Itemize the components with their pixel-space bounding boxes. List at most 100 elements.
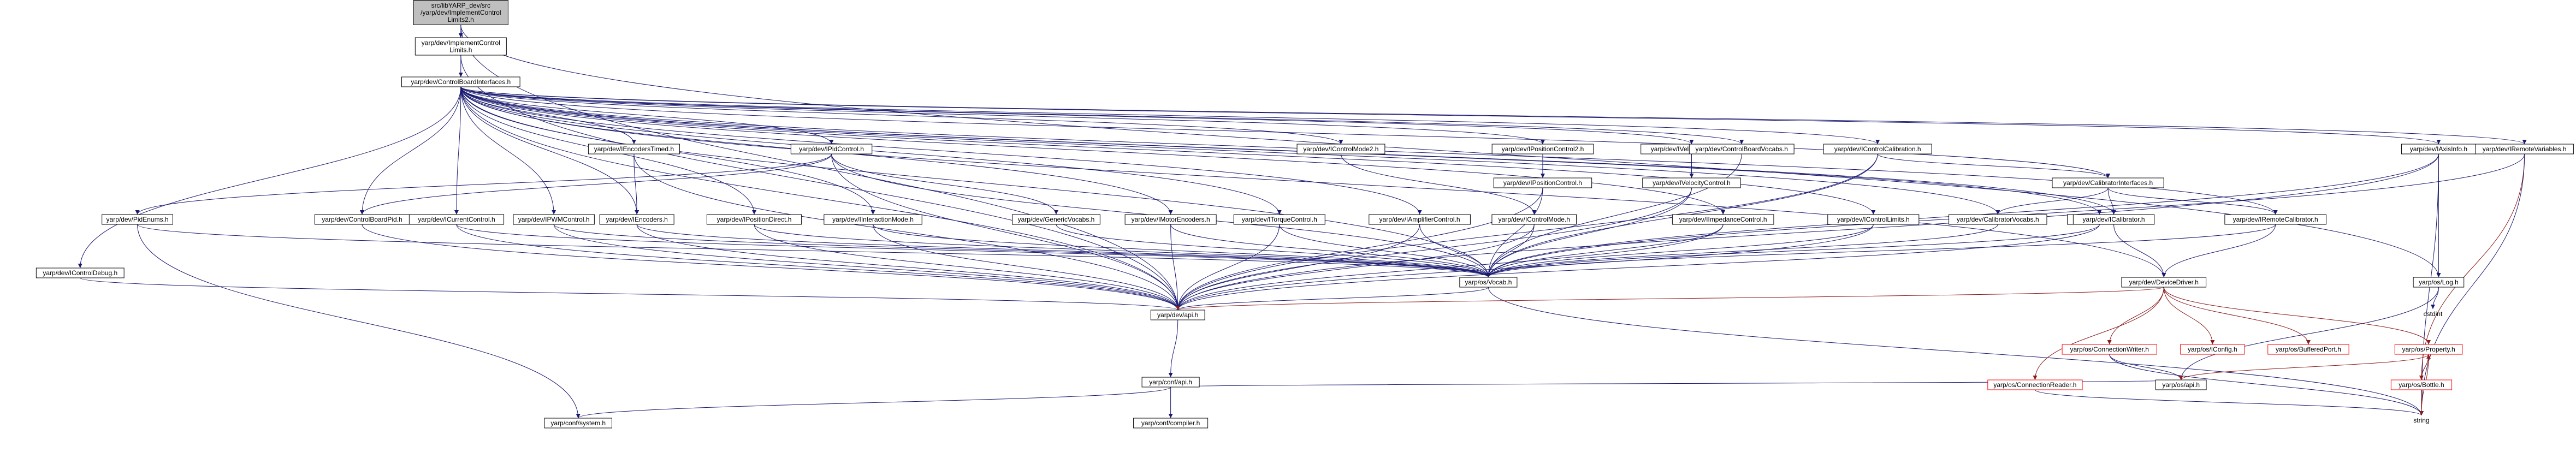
node-cw[interactable]: yarp/os/ConnectionWriter.h [2062, 344, 2157, 355]
node-label: yarp/os/IConfig.h [2188, 346, 2237, 353]
node-cr[interactable]: yarp/os/ConnectionReader.h [1987, 379, 2083, 390]
node-label: yarp/dev/GenericVocabs.h [1018, 216, 1095, 223]
node-iim[interactable]: yarp/dev/IInteractionMode.h [824, 214, 922, 225]
node-label: cstdint [2424, 310, 2443, 318]
node-ienct[interactable]: yarp/dev/IEncodersTimed.h [588, 144, 680, 154]
node-icl[interactable]: yarp/dev/IControlLimits.h [1827, 214, 1920, 225]
node-icc[interactable]: yarp/dev/IControlCalibration.h [1823, 144, 1932, 154]
node-box [599, 214, 674, 225]
node-ipid[interactable]: yarp/dev/IPidControl.h [790, 144, 873, 154]
node-confcomp[interactable]: yarp/conf/compiler.h [1133, 418, 1209, 429]
node-box [2052, 177, 2164, 188]
node-label: yarp/dev/IAmplifierControl.h [1379, 216, 1460, 223]
node-cbv[interactable]: yarp/dev/ControlBoardVocabs.h [1689, 144, 1795, 154]
node-root[interactable]: src/libYARP_dev/src/yarp/dev/ImplementCo… [413, 0, 508, 25]
node-gv[interactable]: yarp/dev/GenericVocabs.h [1012, 214, 1100, 225]
edge-log-to-cstdint [2430, 287, 2439, 310]
node-label: string [2413, 417, 2429, 424]
node-vocab[interactable]: yarp/os/Vocab.h [1459, 277, 1518, 288]
node-icm2[interactable]: yarp/dev/IControlMode2.h [1296, 144, 1385, 154]
node-ipd[interactable]: yarp/dev/IPositionDirect.h [706, 214, 802, 225]
node-confsys[interactable]: yarp/conf/system.h [544, 418, 613, 429]
node-config[interactable]: yarp/os/IConfig.h [2180, 344, 2245, 355]
node-confapi[interactable]: yarp/conf/api.h [1141, 377, 1200, 388]
node-label: yarp/dev/IRemoteVariables.h [2483, 145, 2567, 153]
node-iamp[interactable]: yarp/dev/IAmplifierControl.h [1369, 214, 1471, 225]
node-prop[interactable]: yarp/os/Property.h [2394, 344, 2463, 355]
node-ipc2[interactable]: yarp/dev/IPositionControl2.h [1491, 144, 1594, 154]
node-label: yarp/dev/ControlBoardInterfaces.h [411, 78, 511, 86]
node-ienc[interactable]: yarp/dev/IEncoders.h [599, 214, 674, 225]
node-box [2072, 214, 2155, 225]
node-iax[interactable]: yarp/dev/IAxisInfo.h [2401, 144, 2476, 154]
node-label: yarp/dev/IEncodersTimed.h [594, 145, 674, 153]
edge-cbi-to-icdbg [78, 86, 461, 269]
node-bottle[interactable]: yarp/os/Bottle.h [2390, 379, 2453, 390]
edge-cbi-to-iimp [460, 86, 1725, 215]
node-label: yarp/dev/IRemoteCalibrator.h [2233, 216, 2318, 223]
node-box [824, 214, 922, 225]
node-label: yarp/dev/IPositionControl.h [1503, 179, 1582, 187]
node-log[interactable]: yarp/os/Log.h [2413, 277, 2465, 288]
edge-itc-to-vocab [1279, 224, 1491, 278]
node-pidenum[interactable]: yarp/dev/PidEnums.h [102, 214, 173, 225]
node-icm[interactable]: yarp/dev/IControlMode.h [1491, 214, 1577, 225]
node-calint[interactable]: yarp/dev/CalibratorInterfaces.h [2052, 177, 2164, 188]
node-label: yarp/os/api.h [2162, 381, 2200, 389]
node-ivc[interactable]: yarp/dev/IVelocityControl.h [1642, 177, 1741, 188]
node-label: yarp/dev/IControlMode.h [1499, 216, 1570, 223]
edge-cbi-to-irv [460, 86, 2527, 145]
node-bport[interactable]: yarp/os/BufferedPort.h [2267, 344, 2349, 355]
node-label: yarp/dev/ControlBoardPid.h [322, 216, 402, 223]
node-icdbg[interactable]: yarp/dev/IControlDebug.h [35, 267, 125, 278]
edge-icm2-to-icm [1340, 153, 1537, 215]
node-box [2224, 214, 2326, 225]
node-itc[interactable]: yarp/dev/ITorqueControl.h [1233, 214, 1325, 225]
node-box [2062, 344, 2157, 355]
node-cbi[interactable]: yarp/dev/ControlBoardInterfaces.h [401, 76, 520, 87]
edge-cbi-to-devapi [460, 86, 1180, 311]
edge-icdbg-to-devapi [80, 277, 1180, 311]
edge-ical-to-dd [2113, 224, 2166, 278]
node-cbpid[interactable]: yarp/dev/ControlBoardPid.h [314, 214, 410, 225]
node-irc[interactable]: yarp/dev/IRemoteCalibrator.h [2224, 214, 2326, 225]
edge-dd-to-devapi [1176, 287, 2164, 311]
edge-icm-to-devapi [1175, 224, 1535, 311]
node-ipc[interactable]: yarp/dev/IPositionControl.h [1493, 177, 1592, 188]
edge-cbi-to-icm2 [460, 86, 1343, 145]
node-imenc[interactable]: yarp/dev/IMotorEncoders.h [1124, 214, 1217, 225]
edge-ipwm-to-devapi [553, 224, 1180, 311]
node-iimp[interactable]: yarp/dev/IImpedanceControl.h [1672, 214, 1774, 225]
edge-ienct-to-devapi [633, 153, 1180, 311]
edge-irv-to-bottle [2419, 153, 2525, 380]
node-ical[interactable]: yarp/dev/ICalibrator.h [2072, 214, 2155, 225]
node-ipwm[interactable]: yarp/dev/IPWMControl.h [513, 214, 595, 225]
node-osapi[interactable]: yarp/os/api.h [2155, 379, 2207, 390]
node-irv[interactable]: yarp/dev/IRemoteVariables.h [2475, 144, 2574, 154]
node-label: yarp/dev/CalibratorVocabs.h [1957, 216, 2039, 223]
edge-dd-to-cr [2033, 287, 2164, 380]
node-box [35, 267, 125, 278]
node-devapi[interactable]: yarp/dev/api.h [1150, 310, 1205, 320]
node-box [2413, 277, 2465, 288]
node-box [1012, 214, 1100, 225]
node-icur[interactable]: yarp/dev/ICurrentControl.h [408, 214, 505, 225]
edge-pidenum-to-confsys [137, 224, 581, 419]
node-calv[interactable]: yarp/dev/CalibratorVocabs.h [1949, 214, 2047, 225]
node-label: yarp/dev/ICalibrator.h [2083, 216, 2145, 223]
edge-cbi-to-ical [460, 86, 2116, 215]
node-label: yarp/dev/IEncoders.h [606, 216, 667, 223]
node-label: yarp/os/ConnectionReader.h [1993, 381, 2076, 389]
edge-gv-to-vocab [1056, 224, 1491, 278]
node-box [588, 144, 680, 154]
edge-ipid-to-pidenum [135, 153, 832, 215]
edge-root-to-log [460, 25, 2441, 278]
node-box [1124, 214, 1217, 225]
node-dd[interactable]: yarp/dev/DeviceDriver.h [2121, 277, 2207, 288]
node-label: yarp/dev/IControlLimits.h [1837, 216, 1910, 223]
node-box [1949, 214, 2047, 225]
node-box [1296, 144, 1385, 154]
edge-iamp-to-devapi [1175, 224, 1420, 311]
